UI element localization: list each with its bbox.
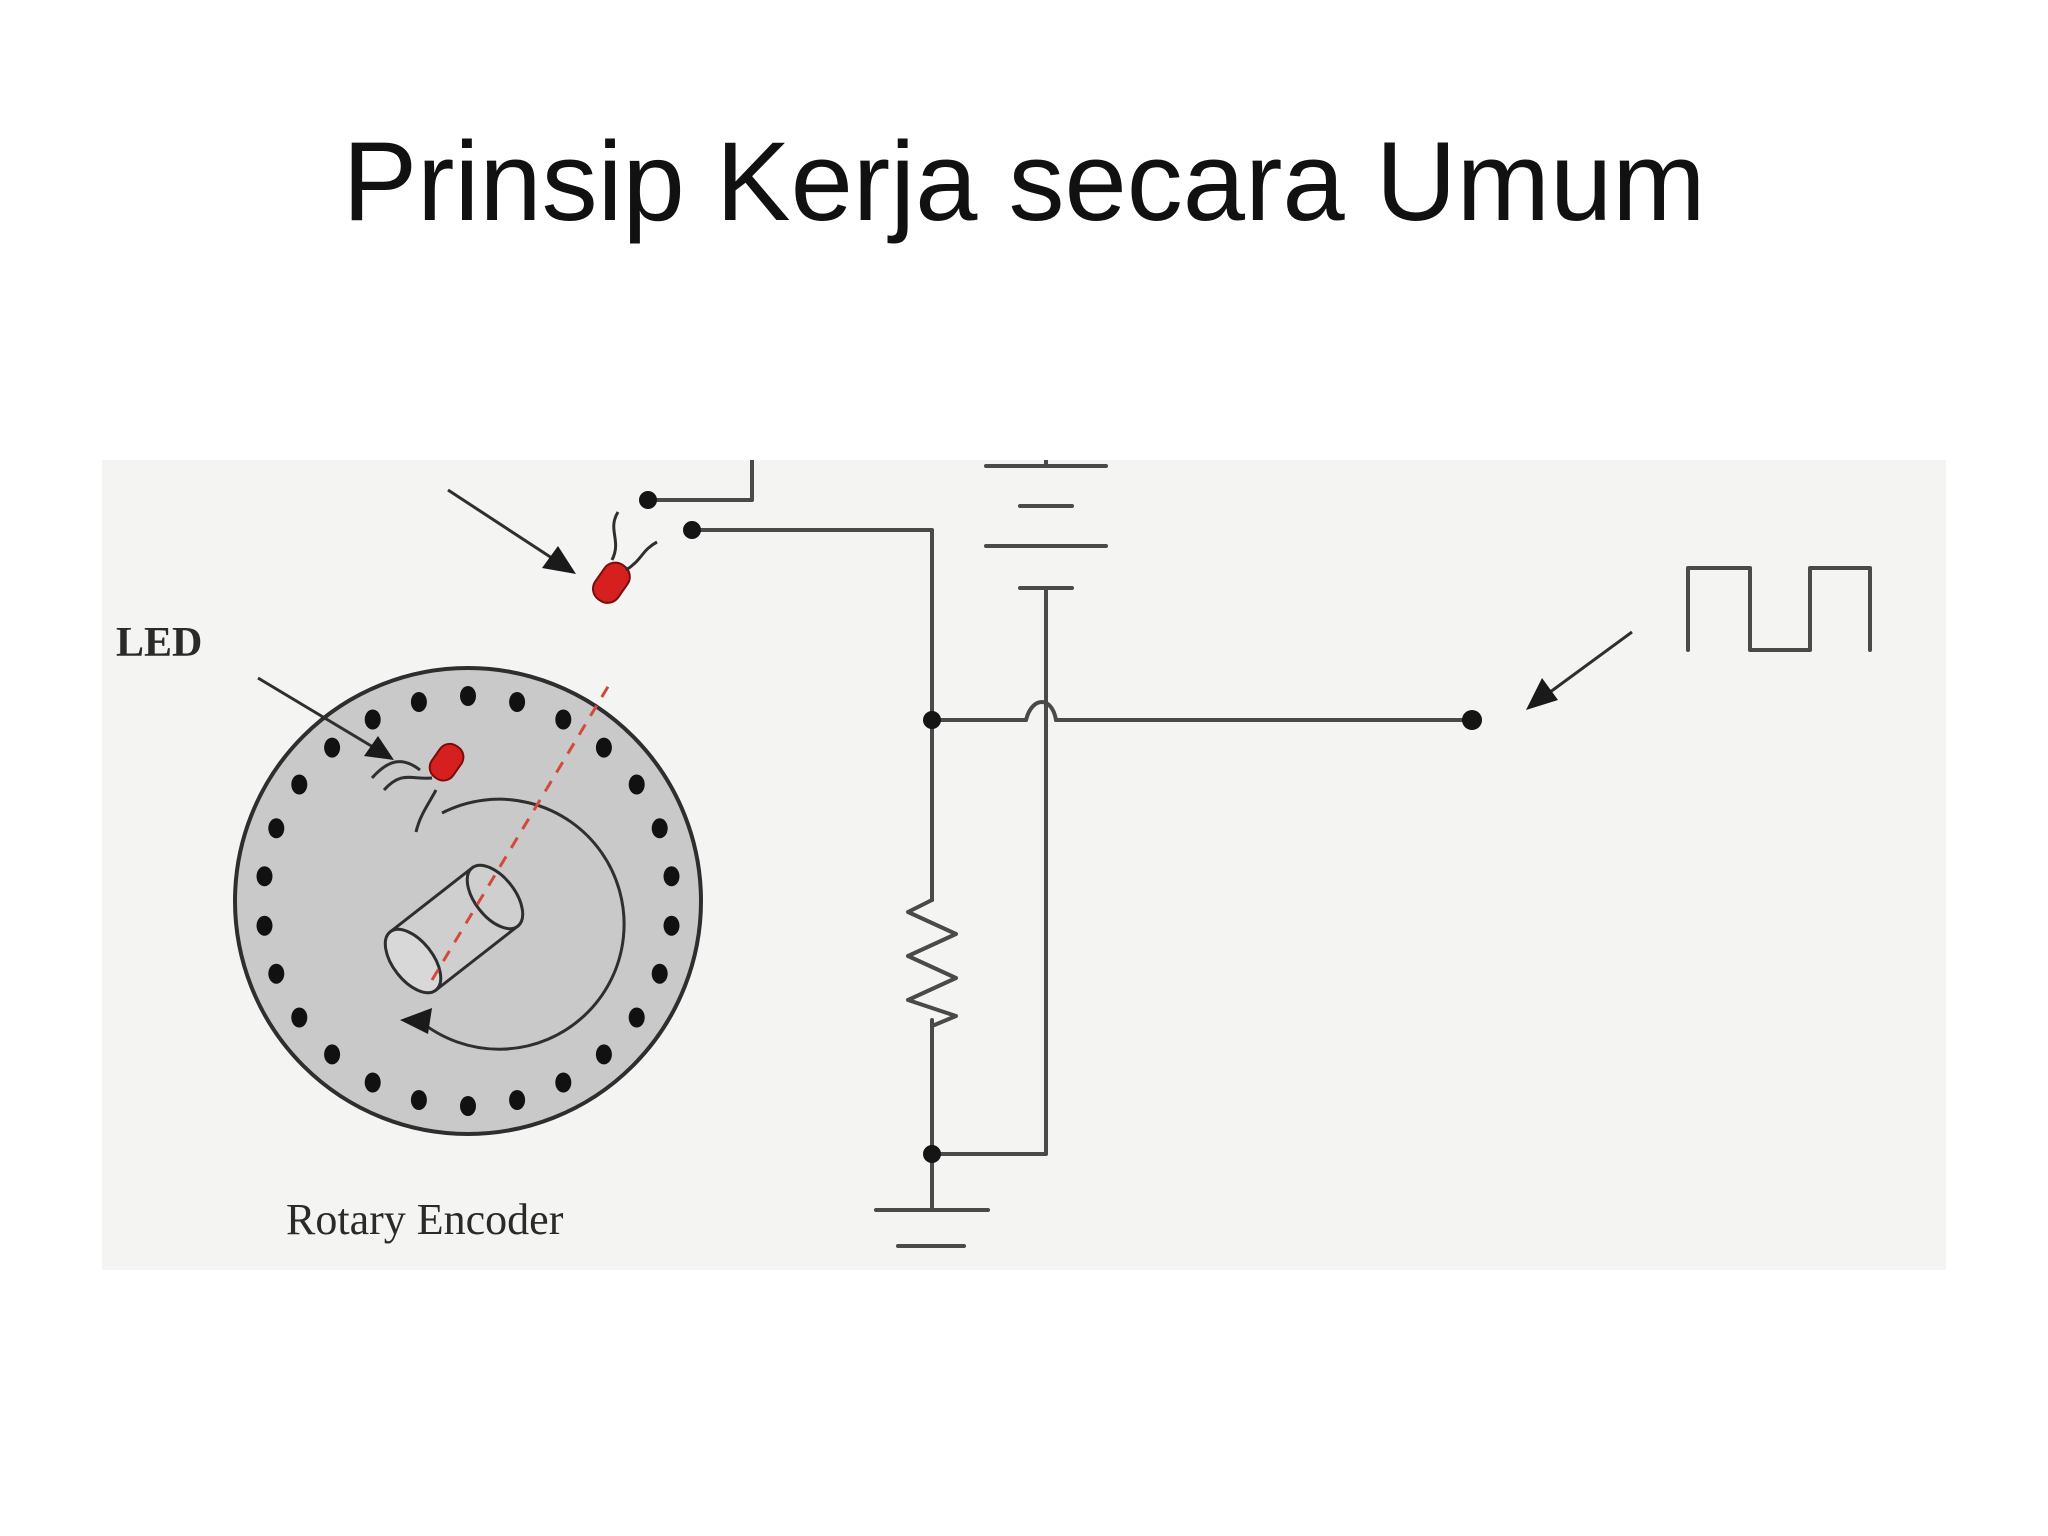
rotary-encoder-diagram: LED Rotary Encoder [102,460,1946,1270]
encoder-slots [256,686,680,1116]
encoder-slot [291,1007,308,1028]
encoder-slot [595,737,612,758]
light-beam [430,679,614,981]
square-wave-icon [1686,566,1872,652]
encoder-slot [410,692,427,712]
ground-icon [874,1208,990,1248]
encoder-slot [291,774,308,795]
encoder-slot [324,737,341,758]
rotation-arrow-icon [400,797,626,1051]
resistor-icon [906,898,958,1028]
encoder-slot [628,1007,645,1028]
encoder-slot [268,818,285,839]
encoder-slot [509,692,526,712]
circuit-svg: LED Rotary Encoder [116,460,1872,1248]
encoder-slot [256,915,273,936]
encoder-slot [651,963,668,984]
encoder-label: Rotary Encoder [286,1195,564,1244]
circuit-wires [646,460,1474,1210]
encoder-slot [256,866,273,887]
slide-title: Prinsip Kerja secara Umum [342,119,1706,244]
encoder-slot [460,686,476,706]
encoder-slot [268,963,285,984]
pointer-arrow-output-icon [1526,630,1633,710]
encoder-slot [555,709,572,730]
encoder-slot [410,1090,427,1110]
led-emitter-icon [370,742,465,833]
encoder-slot [364,709,381,730]
encoder-slot [555,1072,572,1093]
encoder-slot [460,1096,476,1116]
encoder-slot [628,774,645,795]
encoder-slot [595,1044,612,1065]
encoder-slot [663,915,680,936]
pointer-arrow-detector-icon [447,488,576,574]
battery-icon [984,460,1108,590]
encoder-slot [364,1072,381,1093]
encoder-slot [324,1044,341,1065]
pointer-arrow-led-icon [257,676,394,760]
encoder-slot [509,1090,526,1110]
junction-nodes [639,491,1482,1163]
encoder-slot [651,818,668,839]
led-label: LED [116,620,202,666]
shaft-icon [383,863,525,995]
photo-detector-icon [591,511,658,604]
encoder-slot [663,866,680,887]
